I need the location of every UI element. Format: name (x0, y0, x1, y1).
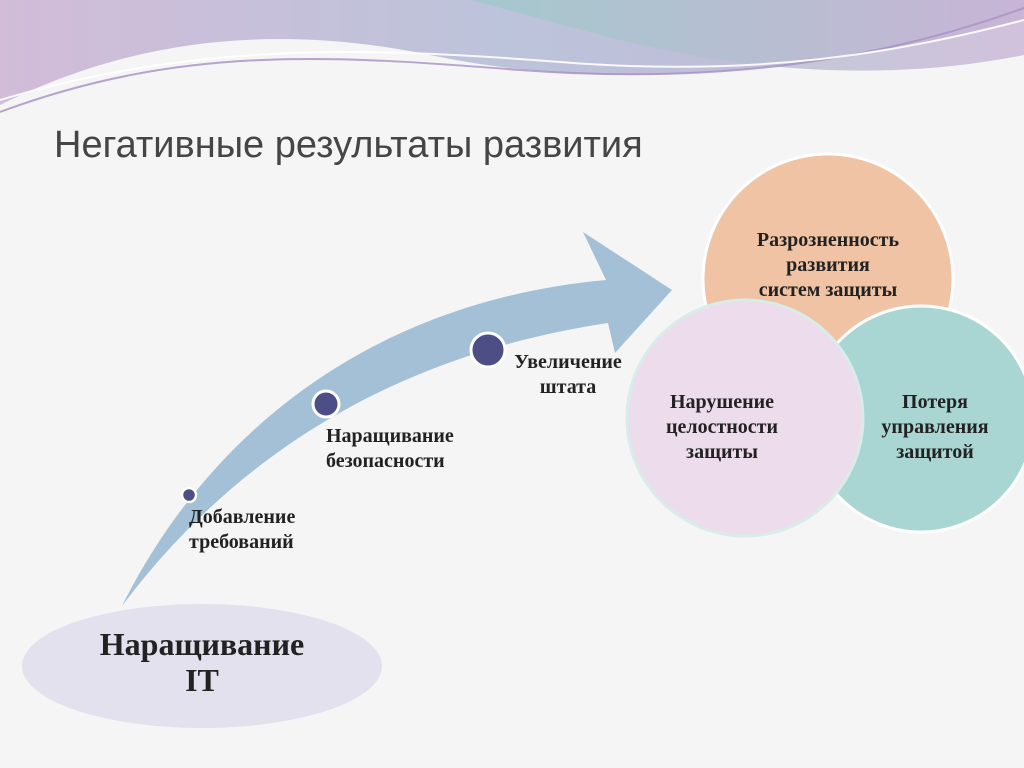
base-label: Наращивание IT (22, 626, 382, 698)
circle-top-line-1: Разрозненность (756, 229, 900, 251)
circle-top-label: Разрозненность развития систем защиты (728, 228, 928, 303)
wave-line-1 (0, 7, 1024, 113)
step-label-3-line-2: штата (539, 376, 597, 398)
growth-arrow (122, 232, 672, 606)
circle-top-line-3: систем защиты (758, 279, 898, 301)
circle-right-line-3: защитой (896, 441, 974, 463)
circle-right-label: Потеря управления защитой (862, 390, 1008, 465)
step-marker-2 (311, 389, 341, 419)
base-label-line-2: IT (185, 662, 219, 698)
wave-mid-band (470, 0, 1024, 71)
step-label-2-line-1: Наращивание (326, 425, 454, 447)
circle-right-line-2: управления (881, 416, 989, 438)
circle-left-line-1: Нарушение (669, 391, 775, 413)
base-oval (22, 604, 382, 728)
step-label-2: Наращивание безопасности (326, 424, 454, 474)
step-label-3: Увеличение штата (500, 350, 636, 400)
circle-left (625, 298, 865, 538)
step-marker-1 (180, 486, 198, 504)
circle-top-line-2: развития (786, 254, 870, 276)
step-marker-3 (469, 331, 507, 369)
circle-left-line-3: защиты (686, 441, 758, 463)
slide-title: Негативные результаты развития (54, 124, 643, 166)
base-label-line-1: Наращивание (99, 626, 305, 662)
step-label-1-line-2: требований (189, 531, 294, 553)
step-label-2-line-2: безопасности (326, 450, 445, 472)
step-label-3-line-1: Увеличение (514, 351, 622, 373)
step-label-1: Добавление требований (189, 505, 295, 555)
wave-line-2 (0, 19, 1024, 101)
circle-left-line-2: целостности (665, 416, 779, 438)
circle-right-line-1: Потеря (902, 391, 968, 413)
circle-left-label: Нарушение целостности защиты (630, 390, 814, 465)
step-label-1-line-1: Добавление (189, 506, 296, 528)
